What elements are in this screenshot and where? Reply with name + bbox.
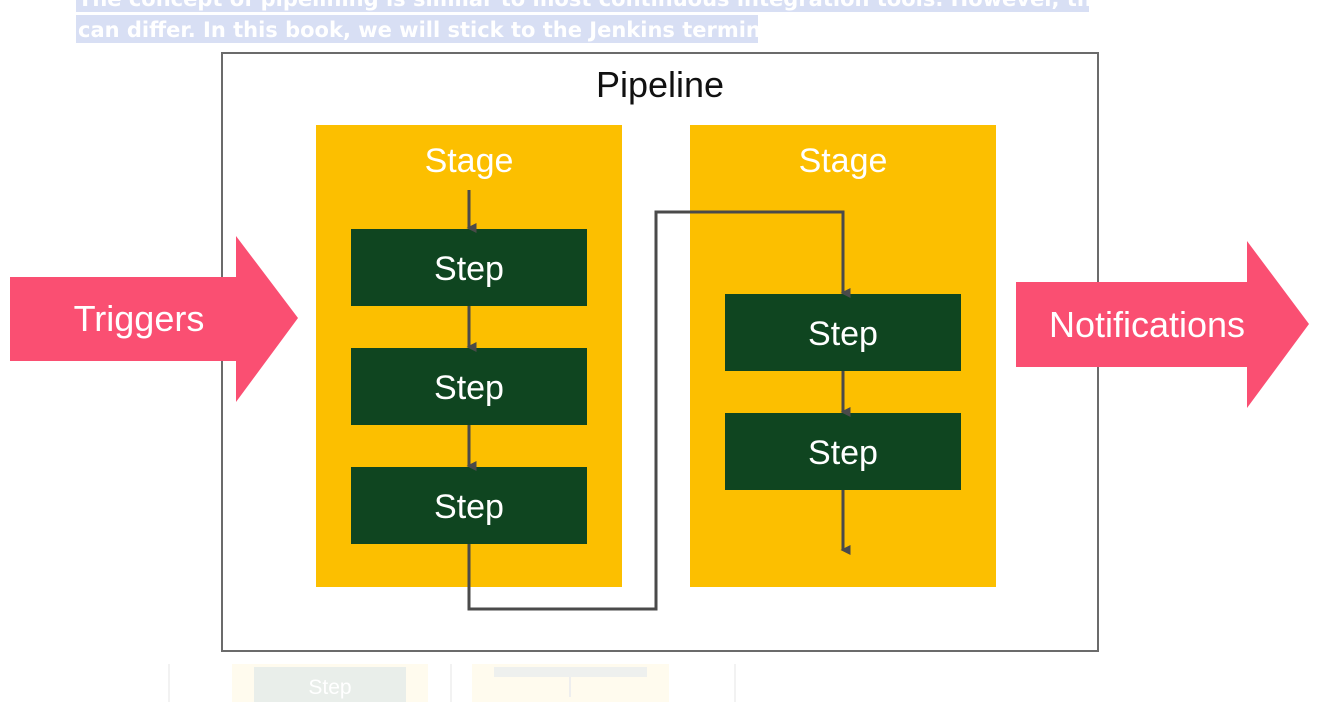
notifications-label: Notifications: [1049, 304, 1245, 345]
notifications-arrow: [1016, 241, 1309, 408]
stage-2-step-1: [725, 294, 961, 371]
stage-1-step-1: [351, 229, 587, 306]
next-figure-step-bar: [494, 667, 647, 677]
next-figure-divider-right: [734, 664, 736, 702]
stage-2-step-2-label: Step: [808, 434, 878, 472]
next-figure-connector: [569, 677, 571, 697]
stage-1-step-1-label: Step: [434, 250, 504, 288]
triggers-arrow: [10, 236, 298, 402]
selected-text-line-1: The concept of pipelining is similar to …: [76, 0, 1089, 12]
selected-text-line-2: can differ. In this book, we will stick …: [76, 15, 758, 43]
stage-2-step-2: [725, 413, 961, 490]
selected-text-line-1-content: The concept of pipelining is similar to …: [76, 0, 1089, 11]
next-figure-step-label: Step: [308, 676, 352, 699]
stage-2-label: Stage: [799, 142, 888, 180]
stage-1-step-3: [351, 467, 587, 544]
triggers-label: Triggers: [74, 298, 205, 339]
next-figure-divider-left: [168, 664, 170, 702]
stage-1-step-3-label: Step: [434, 488, 504, 526]
stage-1-step-2: [351, 348, 587, 425]
connector-stage-1-to-stage-2: [467, 210, 851, 611]
stage-1-step-2-label: Step: [434, 369, 504, 407]
pipeline-title: Pipeline: [596, 64, 724, 105]
next-figure-step: Step: [254, 667, 406, 702]
stage-1-label: Stage: [425, 142, 514, 180]
stage-2-step-1-label: Step: [808, 315, 878, 353]
selected-text-line-2-content: can differ. In this book, we will stick …: [78, 18, 758, 42]
next-figure-divider-middle: [450, 664, 452, 702]
